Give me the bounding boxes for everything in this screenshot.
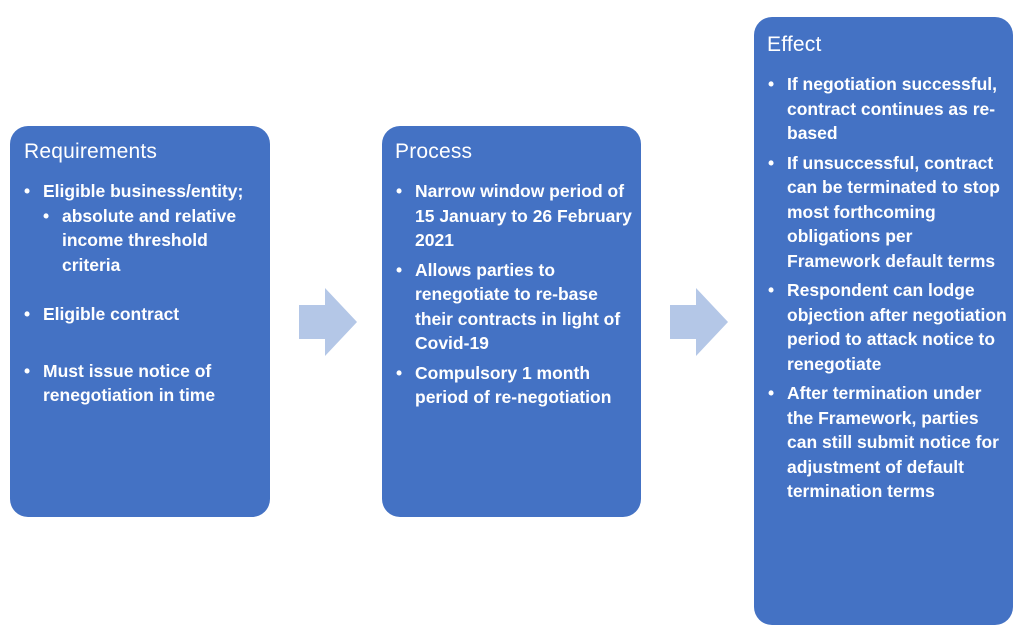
list-item: • Eligible contract (24, 302, 264, 327)
effect-text: After termination under the Framework, p… (787, 383, 999, 501)
effect-text: If negotiation successful, contract cont… (787, 74, 998, 143)
requirement-subtext: absolute and relative income threshold c… (62, 205, 237, 275)
effect-title: Effect (767, 33, 822, 56)
requirement-text: Must issue notice of renegotiation in ti… (43, 360, 216, 406)
bullet-dot-icon: • (24, 360, 31, 381)
list-item: • Narrow window period of 15 January to … (396, 179, 636, 253)
process-box: Process • Narrow window period of 15 Jan… (382, 126, 641, 517)
effect-text: If unsuccessful, contract can be termina… (787, 152, 1000, 271)
requirement-text: Eligible contract (43, 304, 180, 324)
list-item: • After termination under the Framework,… (768, 381, 1008, 504)
bullet-dot-icon: • (396, 362, 403, 383)
requirements-box: Requirements • Eligible business/entity;… (10, 126, 270, 517)
right-arrow-icon (299, 288, 357, 356)
bullet-dot-icon: • (24, 304, 31, 324)
process-title: Process (395, 140, 473, 163)
list-item: • Must issue notice of renegotiation in … (24, 359, 264, 408)
bullet-dot-icon: • (768, 280, 775, 300)
requirement-text: Eligible business/entity; (43, 181, 244, 201)
bullet-dot-icon: • (24, 181, 31, 201)
list-item: • If unsuccessful, contract can be termi… (768, 151, 1008, 274)
list-item: • Allows parties to renegotiate to re-ba… (396, 258, 636, 356)
requirement-sublist: • absolute and relative income threshold… (43, 204, 264, 278)
list-item: • Compulsory 1 month period of re-negoti… (396, 361, 636, 410)
list-item: • Eligible business/entity; • absolute a… (24, 179, 264, 277)
process-text: Compulsory 1 month period of re-negotiat… (415, 362, 612, 408)
process-list: • Narrow window period of 15 January to … (396, 179, 636, 410)
bullet-dot-icon: • (768, 74, 775, 94)
bullet-dot-icon: • (768, 383, 775, 403)
bullet-dot-icon: • (43, 205, 50, 226)
effect-box: Effect • If negotiation successful, cont… (754, 17, 1013, 625)
list-item: • absolute and relative income threshold… (43, 204, 264, 278)
effect-text: Respondent can lodge objection after neg… (787, 280, 1007, 374)
list-item: • Respondent can lodge objection after n… (768, 278, 1008, 376)
effect-list: • If negotiation successful, contract co… (768, 72, 1008, 504)
requirements-title: Requirements (24, 140, 158, 163)
right-arrow-icon (670, 288, 728, 356)
bullet-dot-icon: • (396, 181, 403, 201)
list-item: • If negotiation successful, contract co… (768, 72, 1008, 146)
process-text: Narrow window period of 15 January to 26… (415, 181, 632, 250)
bullet-dot-icon: • (768, 152, 775, 173)
process-text: Allows parties to renegotiate to re-base… (415, 259, 621, 354)
bullet-dot-icon: • (396, 259, 403, 280)
requirements-list: • Eligible business/entity; • absolute a… (24, 179, 264, 408)
